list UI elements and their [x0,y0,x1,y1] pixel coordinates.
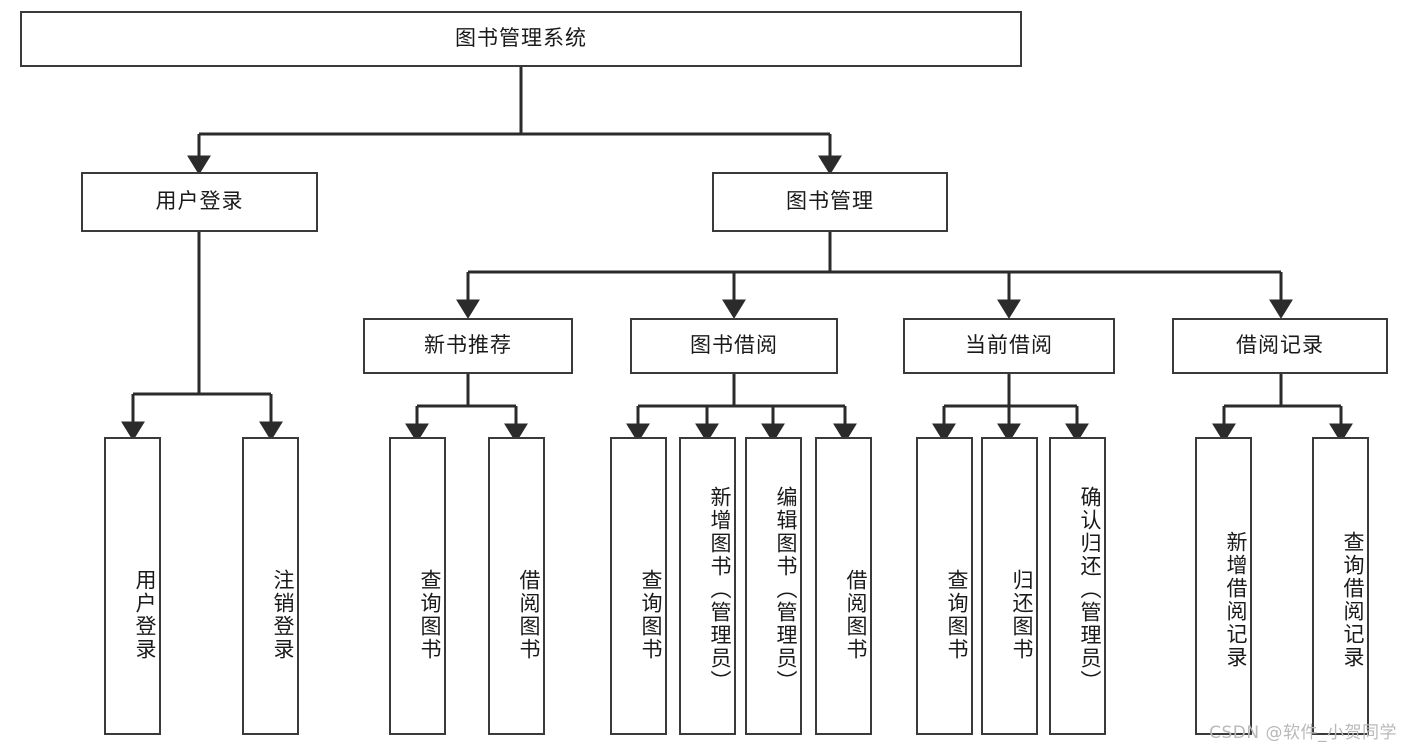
node-label: 借阅图书 [517,569,541,661]
node-label: 图书管理系统 [455,26,587,51]
node-label: 查询图书 [639,569,663,661]
leaf-return-book[interactable]: 归还图书 [981,437,1038,735]
node-label: 新增图书（管理员） [708,485,732,693]
node-root-book-management-system[interactable]: 图书管理系统 [20,11,1022,67]
node-label: 图书管理 [786,189,874,214]
node-label: 确认归还（管理员） [1078,485,1102,693]
node-label: 查询图书 [945,569,969,661]
node-book-borrow[interactable]: 图书借阅 [630,318,838,374]
node-label: 注销登录 [271,569,295,661]
leaf-borrow-book-recommend[interactable]: 借阅图书 [488,437,545,735]
leaf-add-borrow-record[interactable]: 新增借阅记录 [1195,437,1252,735]
node-label: 用户登录 [155,189,244,214]
node-user-login[interactable]: 用户登录 [81,172,318,232]
leaf-query-borrow-record[interactable]: 查询借阅记录 [1312,437,1369,735]
csdn-watermark: CSDN @软件_小贺同学 [1209,723,1397,743]
node-label: 归还图书 [1010,569,1034,661]
node-label: 新增借阅记录 [1224,531,1248,669]
node-label: 查询图书 [418,569,442,661]
node-label: 新书推荐 [424,333,512,358]
leaf-edit-book-admin[interactable]: 编辑图书（管理员） [745,437,802,735]
leaf-logout-login[interactable]: 注销登录 [242,437,299,735]
leaf-confirm-return-admin[interactable]: 确认归还（管理员） [1049,437,1106,735]
node-label: 借阅图书 [844,569,868,661]
node-label: 查询借阅记录 [1341,531,1365,669]
node-current-borrow[interactable]: 当前借阅 [903,318,1115,374]
leaf-query-book-current[interactable]: 查询图书 [916,437,973,735]
node-label: 编辑图书（管理员） [774,485,798,693]
node-label: 借阅记录 [1236,333,1324,358]
leaf-user-login[interactable]: 用户登录 [104,437,161,735]
leaf-query-book-recommend[interactable]: 查询图书 [389,437,446,735]
node-borrow-record[interactable]: 借阅记录 [1172,318,1388,374]
node-label: 用户登录 [133,569,157,661]
node-book-management[interactable]: 图书管理 [712,172,948,232]
node-label: 图书借阅 [690,333,778,358]
leaf-query-book-borrow[interactable]: 查询图书 [610,437,667,735]
leaf-add-book-admin[interactable]: 新增图书（管理员） [679,437,736,735]
node-new-book-recommend[interactable]: 新书推荐 [363,318,573,374]
leaf-borrow-book[interactable]: 借阅图书 [815,437,872,735]
node-label: 当前借阅 [965,333,1053,358]
